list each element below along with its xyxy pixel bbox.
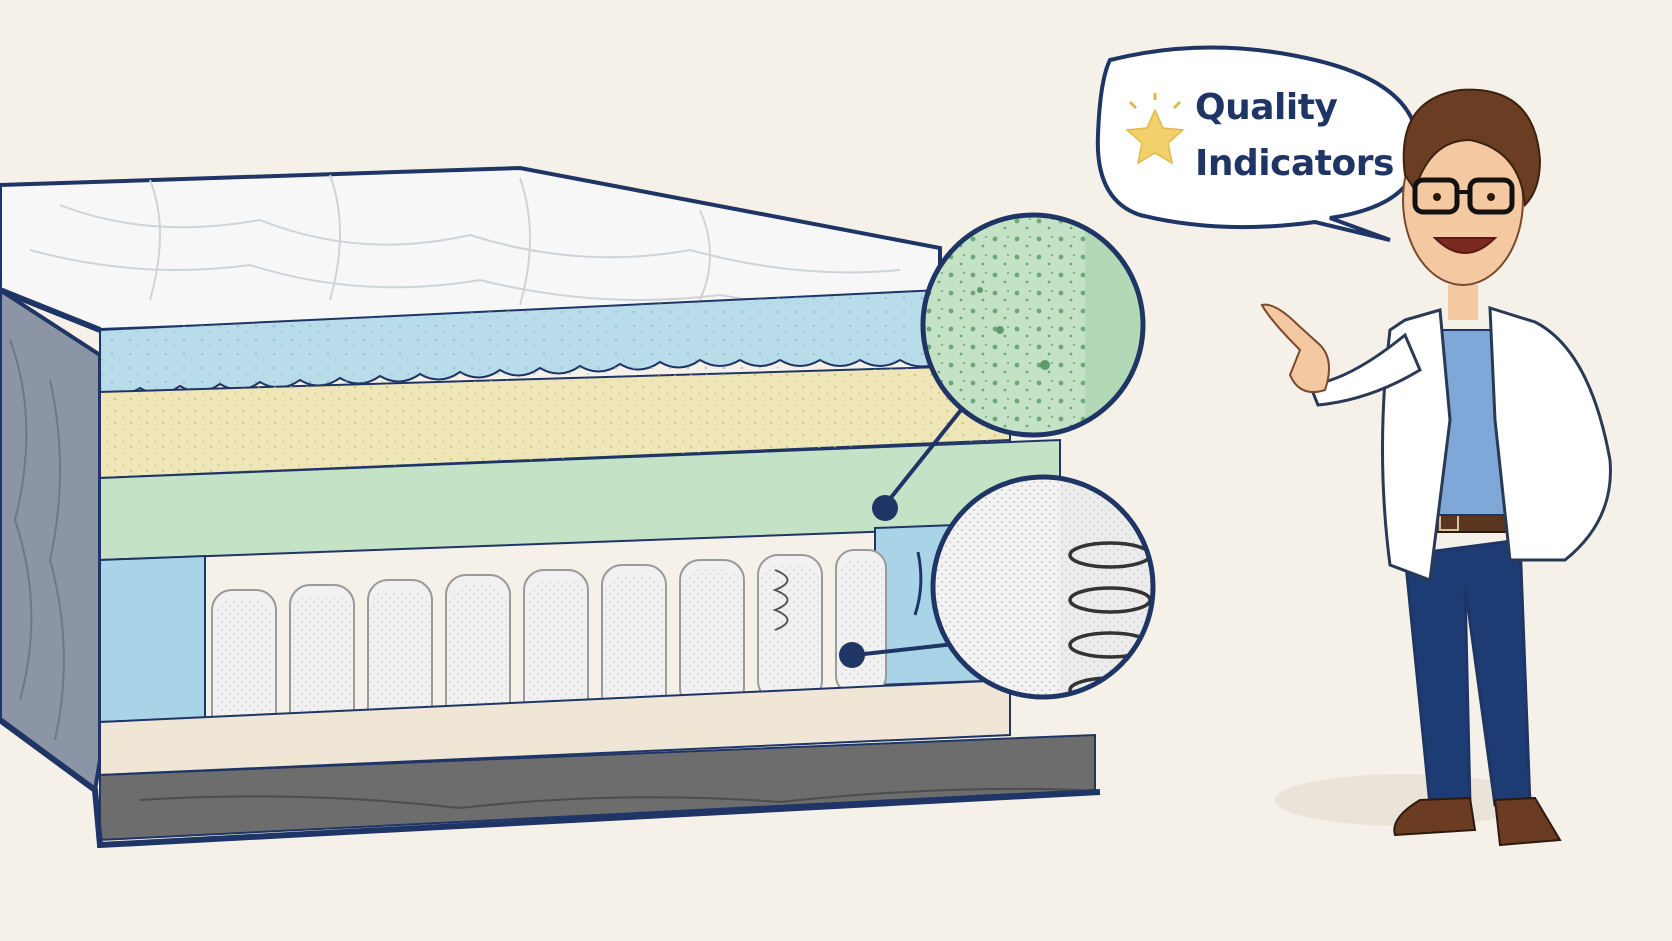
speech-bubble-text: Quality Indicators (1195, 80, 1394, 192)
bubble-line-2: Indicators (1195, 143, 1394, 184)
coil-callout-dot (839, 642, 865, 668)
bubble-line-1: Quality (1195, 87, 1338, 128)
edge-support-foam-left (99, 554, 206, 724)
mattress-side-panel (0, 287, 102, 794)
speech-bubble (1095, 45, 1421, 242)
star-icon (1125, 93, 1185, 165)
scientist-pointing-icon (1260, 88, 1612, 847)
mattress (0, 165, 1101, 849)
transition-layer (99, 678, 1011, 777)
foam-callout-dot (872, 495, 898, 521)
